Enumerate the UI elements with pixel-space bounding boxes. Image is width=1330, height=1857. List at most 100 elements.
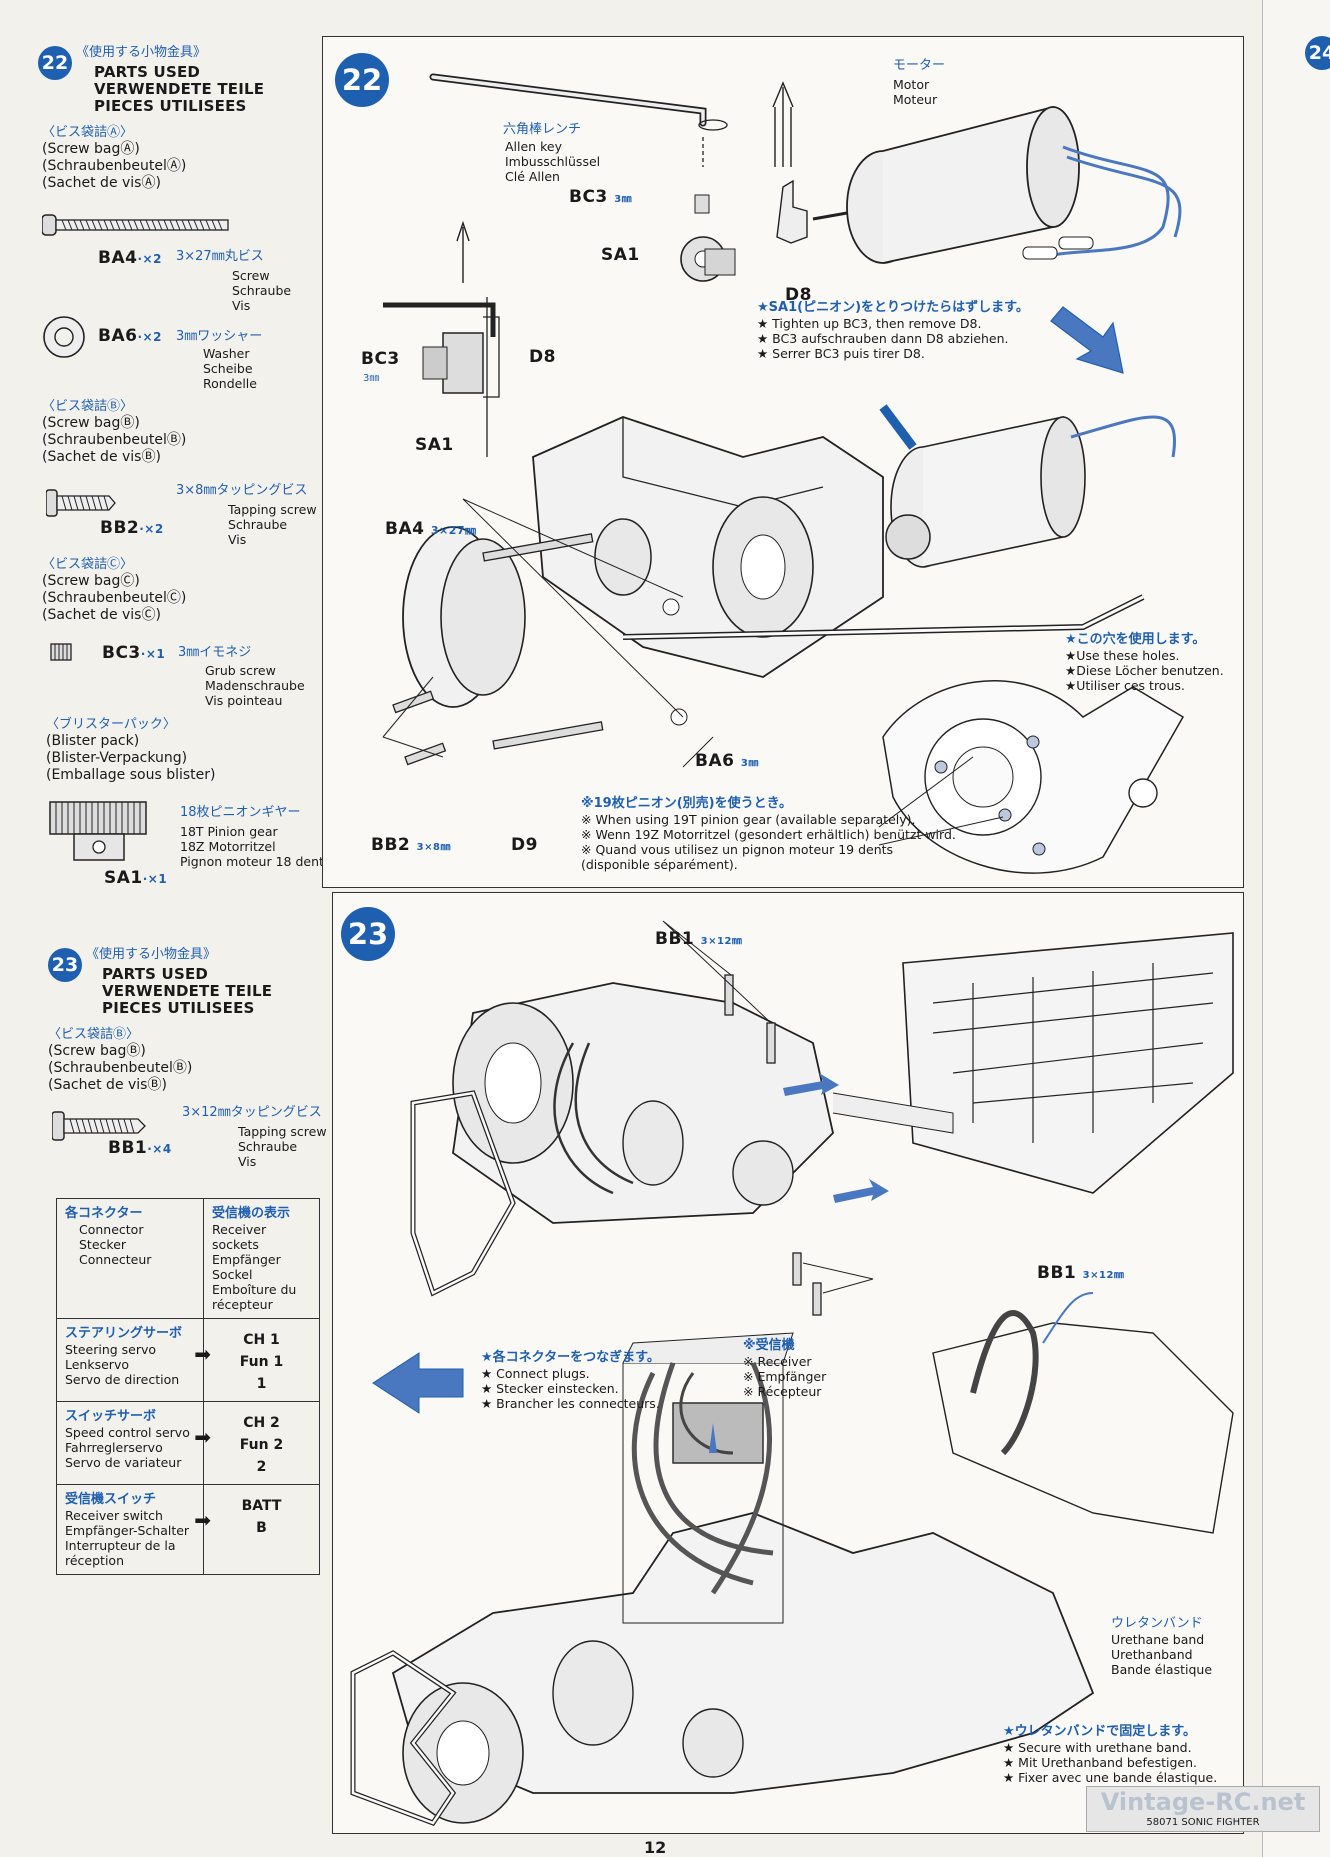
note-holes: ★この穴を使用します。 ★Use these holes. ★Diese Löc…: [1065, 632, 1224, 693]
step22-panel: 22: [322, 36, 1244, 888]
bag-a-group: 〈ビス袋詰Ⓐ〉 (Screw bagⒶ) (SchraubenbeutelⒶ) …: [42, 124, 186, 192]
bb2-code: BB2·×2: [100, 518, 164, 538]
note-receiver: ※受信機 ※ Receiver ※ Empfänger ※ Récepteur: [743, 1338, 827, 1399]
arrow-right-icon: ➡: [194, 1508, 211, 1532]
motor-shape: [812, 105, 1182, 264]
connector-table-header: 各コネクター Connector Stecker Connecteur 受信機の…: [56, 1198, 320, 1319]
step22-badge-small: 22: [38, 46, 72, 80]
label-bb1-bottom: BB1 3×12㎜: [1037, 1263, 1125, 1283]
bb1-size: 3×12㎜タッピングビス: [182, 1105, 322, 1120]
screw-ba4-icon: [42, 214, 229, 236]
chassis-lower-shape: [350, 1292, 1234, 1827]
ba4-code: BA4·×2: [98, 248, 162, 268]
parts23-heading-fr: PIECES UTILISEES: [102, 999, 255, 1017]
bag-c-group: 〈ビス袋詰Ⓒ〉 (Screw bagⒸ) (SchraubenbeutelⒸ) …: [42, 557, 187, 623]
label-bb1-top: BB1 3×12㎜: [655, 929, 743, 949]
footer-model: 58071 SONIC FIGHTER: [1146, 1817, 1260, 1828]
connector-row-steering: ステアリングサーボ Steering servo Lenkservo Servo…: [56, 1318, 320, 1402]
grub-screw-bc3-icon: [50, 643, 72, 661]
pinion-sa1-shape: [680, 236, 736, 282]
blue-left-arrow: [372, 1352, 464, 1414]
bc3-d8-detail: [383, 220, 500, 457]
step24-badge-partial: 24: [1305, 36, 1330, 70]
label-d8-detail: D8: [529, 347, 556, 367]
ba6-size: 3㎜ワッシャー: [176, 329, 263, 344]
bag-b-group: 〈ビス袋詰Ⓑ〉 (Screw bagⒷ) (SchraubenbeutelⒷ) …: [42, 399, 187, 465]
screw-bb1-icon: [52, 1111, 146, 1141]
note-sa1: ★SA1(ピニオン)をとりつけたらはずします。 ★ Tighten up BC3…: [757, 300, 1029, 361]
note-connect: ★各コネクターをつなぎます。 ★ Connect plugs. ★ Stecke…: [481, 1350, 660, 1411]
bc3-size: 3㎜イモネジ: [178, 645, 252, 660]
bb1-code: BB1·×4: [108, 1138, 172, 1158]
step23-badge-small: 23: [48, 948, 82, 982]
arrow-right-icon: ➡: [194, 1425, 211, 1449]
step23-panel: 23: [332, 892, 1244, 1834]
sa1-size: 18枚ピニオンギヤー: [180, 805, 301, 820]
blue-down-arrow: [1050, 306, 1124, 374]
bag-a-en: (Screw bagⒶ): [42, 141, 140, 157]
receiver-box: [672, 1402, 764, 1464]
bc3-code: BC3·×1: [102, 643, 166, 663]
motor-mount-inset: [878, 680, 1185, 874]
allen-key-ja: 六角棒レンチ: [503, 122, 582, 137]
note-urethane: ウレタンバンド Urethane band Urethanband Bande …: [1111, 1616, 1213, 1677]
gearbox-upper-shape: [410, 982, 954, 1297]
note-secure: ★ウレタンバンドで固定します。 ★ Secure with urethane b…: [1003, 1724, 1218, 1785]
parts-heading-ja: 《使用する小物金具》: [76, 45, 207, 60]
label-sa1-top: SA1: [601, 245, 640, 265]
label-bb2: BB2 3×8㎜: [371, 835, 451, 855]
parts23-heading-de: VERWENDETE TEILE: [102, 982, 273, 1000]
watermark-text: Vintage-RC.net: [1100, 1788, 1306, 1816]
note-19t: ※19枚ピニオン(別売)を使うとき。 ※ When using 19T pini…: [581, 796, 956, 872]
gearbox-assembly-shape: [532, 404, 1176, 678]
bb2-size: 3×8㎜タッピングビス: [176, 483, 308, 498]
parts23-heading-ja: 《使用する小物金具》: [86, 947, 217, 962]
ba4-size: 3×27㎜丸ビス: [176, 249, 264, 264]
label-ba4: BA4 3×27㎜: [385, 519, 477, 539]
ba6-code: BA6·×2: [98, 326, 162, 346]
parts23-heading-en: PARTS USED: [102, 965, 209, 983]
bag-a-ja: 〈ビス袋詰Ⓐ〉: [42, 125, 134, 140]
bag-a-de: (SchraubenbeutelⒶ): [42, 158, 187, 174]
label-sa1-detail: SA1: [415, 435, 454, 455]
page-number: 12: [644, 1838, 667, 1857]
label-ba6: BA6 3㎜: [695, 751, 759, 771]
motor-ja: モーター: [893, 58, 946, 73]
connector-row-speed: スイッチサーボ Speed control servo Fahrreglerse…: [56, 1401, 320, 1485]
arrow-right-icon: ➡: [194, 1342, 211, 1366]
sa1-code: SA1·×1: [104, 868, 168, 888]
chassis-upper-shape: [902, 932, 1234, 1194]
label-d8-top: D8: [785, 285, 812, 305]
parts-heading-de: VERWENDETE TEILE: [94, 80, 265, 98]
label-bc3-detail-size: 3㎜: [363, 373, 380, 384]
label-bc3-detail: BC3: [361, 349, 400, 369]
allen-key-shape: [429, 73, 707, 127]
blister-group: 〈ブリスターパック〉 (Blister pack) (Blister-Verpa…: [46, 717, 216, 783]
watermark-box: Vintage-RC.net 58071 SONIC FIGHTER: [1086, 1786, 1320, 1832]
parts-heading-fr: PIECES UTILISEES: [94, 97, 247, 115]
step23-badge: 23: [341, 907, 395, 961]
bag-a-fr: (Sachet de visⒶ): [42, 175, 161, 191]
step22-badge: 22: [335, 53, 389, 107]
parts-heading-en: PARTS USED: [94, 63, 201, 81]
label-bc3-top: BC3 3㎜: [569, 187, 633, 207]
connector-table: 各コネクター Connector Stecker Connecteur 受信機の…: [56, 1198, 320, 1575]
connector-row-switch: 受信機スイッチ Receiver switch Empfänger-Schalt…: [56, 1484, 320, 1575]
urethane-band-shape: [970, 1310, 1039, 1456]
washer-ba6-icon: [43, 316, 85, 358]
screw-bb2-icon: [46, 489, 116, 517]
pinion-gear-sa1-icon: [49, 801, 147, 861]
next-page-edge: 24: [1262, 0, 1330, 1857]
bag23-b-group: 〈ビス袋詰Ⓑ〉 (Screw bagⒷ) (SchraubenbeutelⒷ) …: [48, 1027, 193, 1093]
step22-diagram: [382, 73, 1185, 874]
label-d9: D9: [511, 835, 538, 855]
step23-diagram: [350, 920, 1234, 1827]
